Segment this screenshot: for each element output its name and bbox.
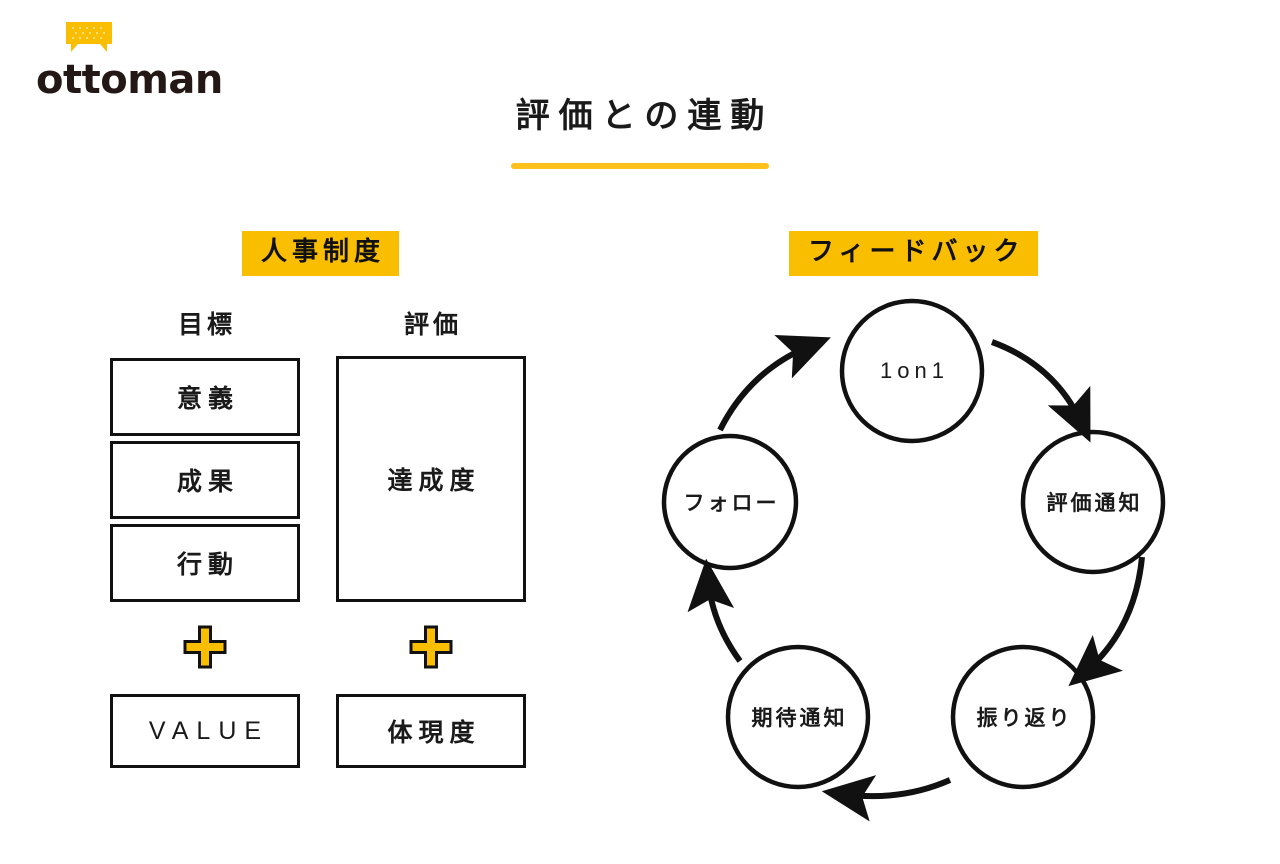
cycle-arrow-1on1-to-eval <box>990 339 1091 443</box>
ottoman-logo-icon <box>66 22 112 52</box>
cycle-arrow-eval-to-review <box>1068 556 1145 687</box>
cycle-node-review <box>950 644 1096 790</box>
section-badge-hr-system: 人事制度 <box>242 231 400 276</box>
feedback-cycle-diagram: 1on1 評価通知 振り返り 期待通知 フォロー <box>630 290 1170 850</box>
title-underline <box>511 163 769 169</box>
brand-logo: ottoman <box>36 22 236 102</box>
cycle-node-expect-notice <box>725 644 871 790</box>
goal-box-meaning: 意義 <box>110 358 300 436</box>
brand-name: ottoman <box>36 57 223 103</box>
plus-icon-goal <box>182 624 228 670</box>
page-title-block: 評価との連動 <box>0 88 1280 169</box>
cycle-node-eval-notice <box>1020 429 1166 575</box>
cycle-arrow-expect-to-follow <box>687 558 743 663</box>
cycle-arrow-review-to-expect <box>821 775 952 822</box>
evaluation-box-achievement: 達成度 <box>336 356 526 602</box>
goal-box-result: 成果 <box>110 441 300 519</box>
evaluation-box-embodiment: 体現度 <box>336 694 526 768</box>
goal-box-value: VALUE <box>110 694 300 768</box>
cycle-node-1on1 <box>839 298 985 444</box>
plus-icon-evaluation <box>408 624 454 670</box>
column-label-goal: 目標 <box>177 310 236 339</box>
page-title: 評価との連動 <box>515 96 774 136</box>
goal-box-action: 行動 <box>110 524 300 602</box>
column-label-evaluation: 評価 <box>403 310 462 339</box>
cycle-node-follow <box>661 433 799 571</box>
section-badge-feedback: フィードバック <box>789 231 1039 276</box>
cycle-arrow-follow-to-1on1 <box>717 334 831 432</box>
